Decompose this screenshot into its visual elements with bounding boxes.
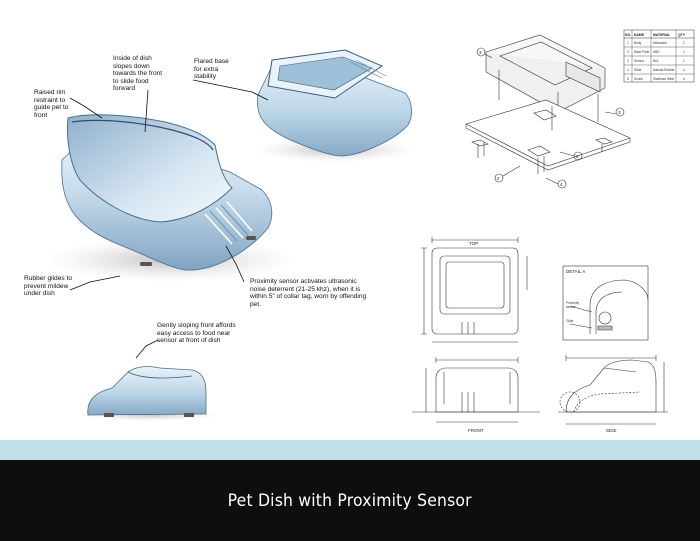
- svg-text:Natural Rubber: Natural Rubber: [653, 68, 676, 72]
- presentation-board: 3 3 5 2 4 NO. NAME MATERIAL QTY 1 Body Mel…: [24, 29, 695, 433]
- callout-3b: 3: [618, 110, 621, 115]
- svg-text:1: 1: [627, 41, 629, 45]
- svg-text:Glide: Glide: [634, 68, 642, 72]
- svg-text:1: 1: [683, 41, 685, 45]
- svg-text:Glide: Glide: [566, 319, 574, 323]
- view-label-front: FRONT: [468, 428, 484, 433]
- note-rubber-glides: Rubber glides to prevent mildew under di…: [24, 275, 73, 298]
- callout-4: 4: [560, 182, 563, 187]
- bom-table: NO. NAME MATERIAL QTY 1 Body Melamine 1 2 Ba…: [623, 29, 695, 83]
- detail-a-drawing: [562, 265, 649, 341]
- svg-text:4: 4: [683, 77, 685, 81]
- svg-text:1: 1: [683, 50, 685, 54]
- detail-a-dims: Proximity sensor Glide: [566, 301, 580, 323]
- svg-text:Melamine: Melamine: [653, 41, 667, 45]
- board-title: Pet Dish with Proximity Sensor: [227, 490, 473, 511]
- svg-text:Sensor: Sensor: [634, 59, 645, 63]
- top-view-drawing: [421, 237, 528, 343]
- bom-header-qty: QTY: [678, 33, 686, 37]
- bom-header-no: NO.: [625, 33, 631, 37]
- callout-5: 5: [576, 154, 579, 159]
- accent-band: [0, 440, 700, 460]
- svg-text:sensor: sensor: [566, 305, 577, 309]
- svg-text:5: 5: [627, 77, 629, 81]
- svg-text:3: 3: [627, 59, 629, 63]
- front-view-drawing: [412, 357, 540, 423]
- callout-2: 2: [497, 176, 500, 181]
- board-artwork: 3 3 5 2 4 NO. NAME MATERIAL QTY 1 Body Mel…: [45, 29, 695, 433]
- bom-row-3: 3 Sensor N/A 1: [627, 59, 685, 63]
- detail-a-label: DETAIL A: [566, 269, 585, 274]
- svg-text:4: 4: [627, 68, 629, 72]
- svg-text:Screw: Screw: [634, 77, 644, 81]
- svg-text:4: 4: [683, 68, 685, 72]
- note-inside-dish: Inside of dish slopes down towards the f…: [113, 55, 163, 93]
- flared-dish-render: [255, 49, 415, 162]
- exploded-assembly: [465, 34, 631, 189]
- svg-text:Proximity: Proximity: [566, 301, 580, 305]
- svg-text:N/A: N/A: [653, 59, 659, 63]
- main-dish-render: [45, 114, 295, 282]
- svg-text:ABS: ABS: [653, 50, 659, 54]
- view-label-side: SIDE: [606, 428, 617, 433]
- bom-row-5: 5 Screw Stainless Steel 4: [627, 77, 685, 81]
- svg-text:Body: Body: [634, 41, 642, 45]
- note-proximity-sensor: Proximity sensor activates ultrasonic no…: [250, 278, 367, 308]
- note-raised-rim: Raised rim restraint to guide pet to fro…: [34, 89, 69, 119]
- footer-bar: Pet Dish with Proximity Sensor: [0, 460, 700, 541]
- exploded-callouts: 3 3 5 2 4: [479, 50, 621, 187]
- svg-text:2: 2: [627, 50, 629, 54]
- bom-header-material: MATERIAL: [653, 33, 670, 37]
- profile-dish-render: [80, 366, 220, 421]
- svg-text:1: 1: [683, 59, 685, 63]
- bom-row-4: 4 Glide Natural Rubber 4: [627, 68, 685, 72]
- bom-row-1: 1 Body Melamine 1: [627, 41, 685, 45]
- bom-header-name: NAME: [634, 33, 645, 37]
- svg-text:Stainless Steel: Stainless Steel: [653, 77, 674, 81]
- leader-lines: [69, 79, 269, 359]
- note-gently-sloping: Gently sloping front affords easy access…: [157, 322, 236, 345]
- callout-3: 3: [479, 50, 482, 55]
- side-view-drawing: [558, 355, 668, 425]
- note-flared-base: Flared base for extra stability: [194, 58, 229, 81]
- view-label-top: TOP: [469, 241, 478, 246]
- svg-text:Base Plate: Base Plate: [634, 50, 650, 54]
